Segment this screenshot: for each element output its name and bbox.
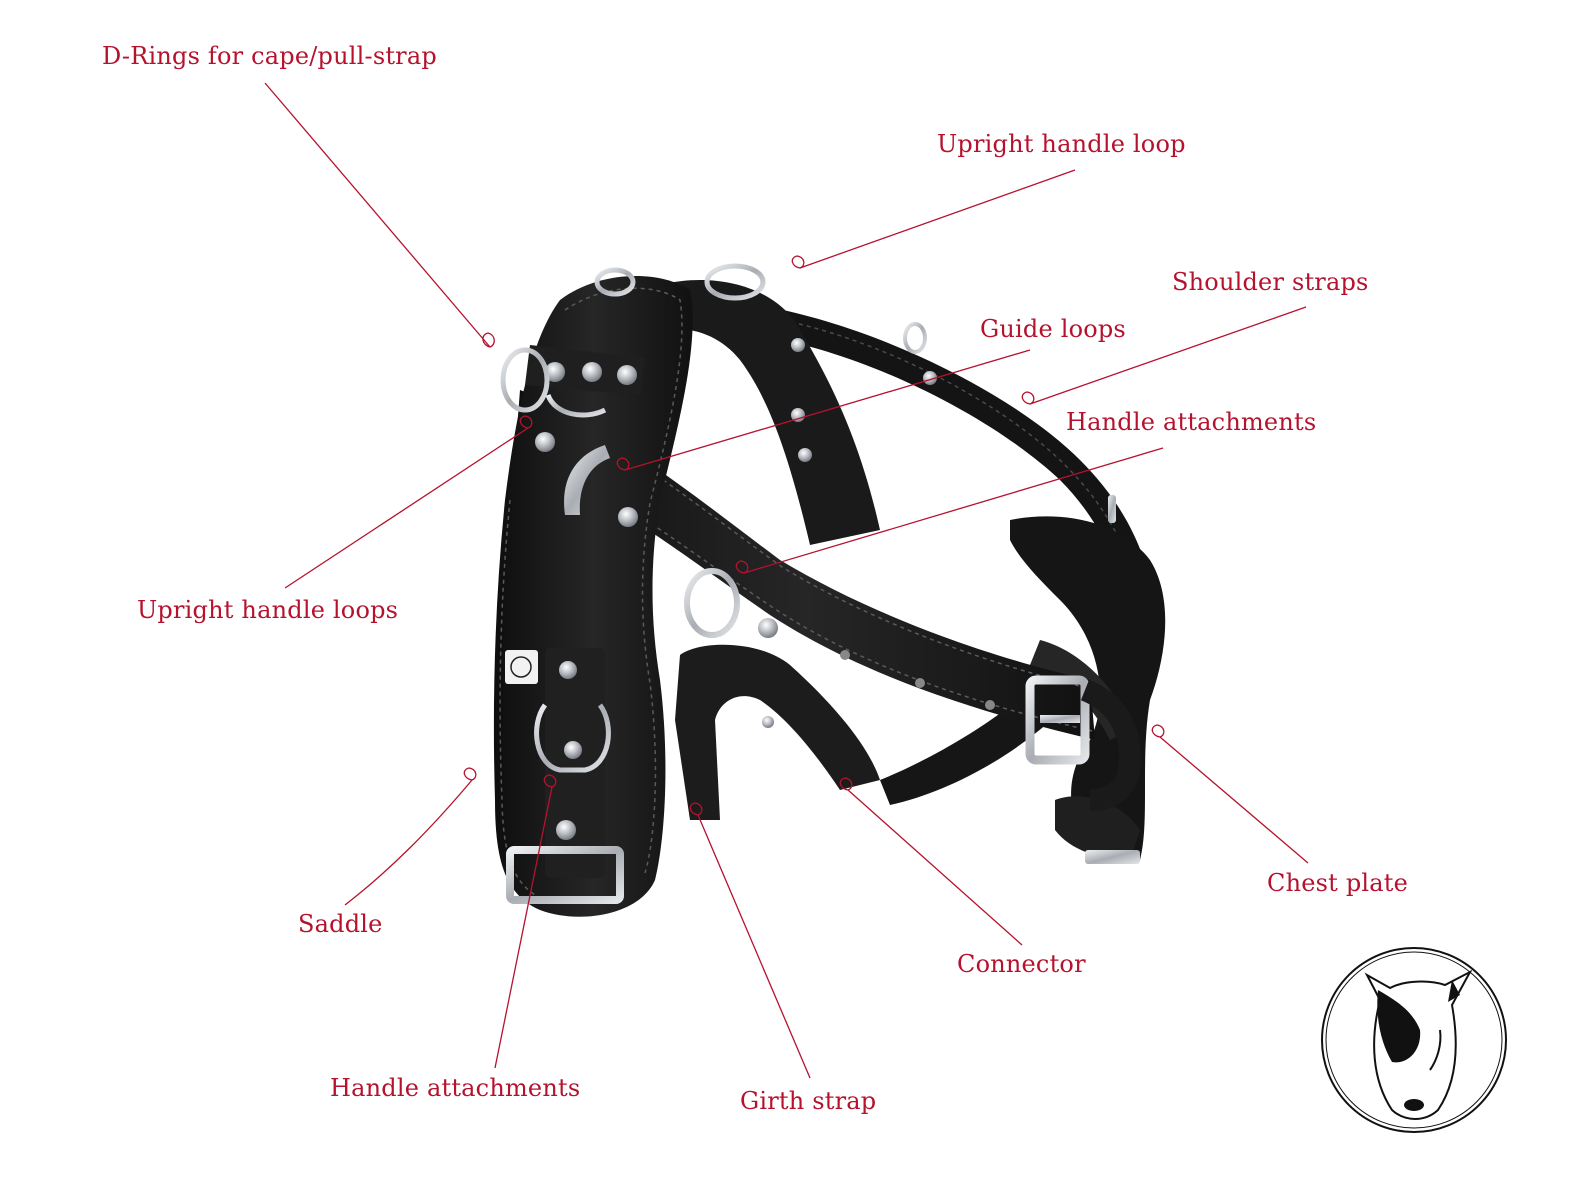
label-guide-loops: Guide loops — [980, 315, 1126, 343]
label-upright-handle-loops: Upright handle loops — [137, 596, 399, 624]
d-rings — [500, 263, 927, 728]
leaf-marker — [1021, 391, 1035, 405]
leader-shoulder-straps — [1029, 306, 1307, 405]
saddle-shape — [493, 276, 693, 917]
leader-handle-attachments-top — [743, 447, 1164, 574]
leader-chest-plate — [1159, 736, 1309, 864]
leaf-marker — [839, 777, 853, 791]
leaf-marker — [519, 415, 533, 429]
label-saddle: Saddle — [298, 910, 383, 938]
leader-d-rings — [264, 82, 491, 348]
label-connector: Connector — [957, 950, 1086, 978]
leaf-marker — [791, 255, 805, 269]
leaf-marker — [482, 332, 495, 348]
label-chest-plate: Chest plate — [1267, 869, 1409, 897]
leader-upright-handle-loops — [284, 427, 529, 589]
leader-guide-loops — [624, 349, 1031, 471]
label-handle-attachments-top: Handle attachments — [1066, 408, 1317, 436]
leader-handle-attachments-bottom — [494, 786, 553, 1069]
label-d-rings: D-Rings for cape/pull-strap — [102, 42, 437, 70]
leaf-markers — [463, 255, 1165, 816]
leaf-marker — [463, 767, 477, 781]
leaf-marker — [1151, 724, 1165, 738]
label-handle-attachments-bottom: Handle attachments — [330, 1074, 581, 1102]
label-upright-handle-loop: Upright handle loop — [937, 130, 1186, 158]
leader-saddle — [344, 779, 473, 906]
label-shoulder-straps: Shoulder straps — [1172, 268, 1369, 296]
leader-upright-handle-loop — [799, 169, 1076, 269]
leaf-marker — [543, 774, 557, 788]
leaf-marker — [689, 802, 703, 816]
leader-connector — [847, 789, 1023, 946]
bull-terrier-head-icon — [1321, 947, 1507, 1133]
leaf-marker — [616, 457, 630, 471]
leader-girth-strap — [697, 814, 811, 1079]
leader-lines — [264, 82, 1309, 1079]
leaf-marker — [735, 560, 749, 574]
label-girth-strap: Girth strap — [740, 1087, 877, 1115]
upright-handle-loop-strap — [660, 280, 937, 545]
